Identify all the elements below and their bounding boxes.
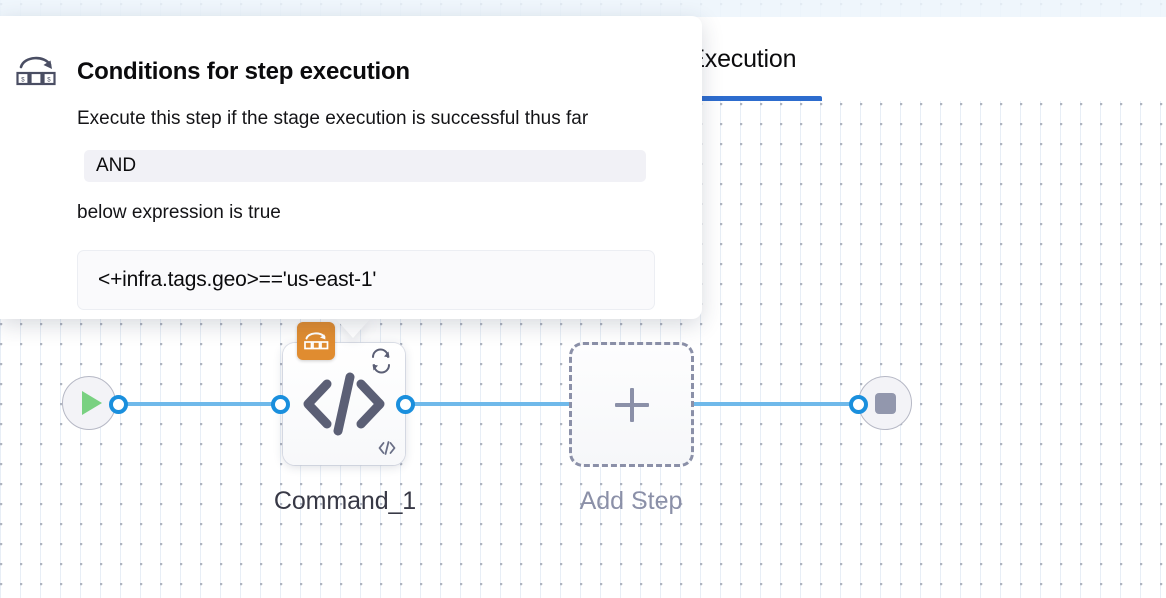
pipeline-step-node-command-1[interactable] (283, 322, 405, 465)
add-step-label: Add Step (579, 487, 683, 515)
popover-title: Conditions for step execution (77, 58, 410, 85)
condition-badge[interactable] (297, 322, 335, 360)
condition-description-primary: Execute this step if the stage execution… (77, 108, 589, 129)
tab-active-underline (620, 96, 823, 101)
operator-field[interactable]: AND (84, 150, 646, 182)
pipeline-start-node[interactable] (62, 376, 116, 430)
play-icon (81, 391, 102, 415)
canvas-top-tint (0, 0, 1166, 17)
shell-script-icon: $ $ (14, 52, 58, 92)
edge-addstep-to-end (686, 402, 871, 406)
port-step-input[interactable] (271, 395, 290, 414)
stop-icon (874, 392, 896, 414)
svg-text:$: $ (47, 77, 51, 83)
popover-tail (335, 318, 371, 338)
code-brackets-icon (283, 343, 405, 465)
conditions-popover: $ $ Conditions for step execution Execut… (0, 16, 702, 319)
shell-script-icon (304, 332, 329, 350)
retry-loop-icon (372, 348, 390, 374)
port-end-input[interactable] (849, 395, 868, 414)
expression-value: <+infra.tags.geo>=='us-east-1' (98, 268, 377, 291)
code-brackets-small-icon (376, 437, 398, 459)
edge-start-to-step (110, 402, 290, 406)
add-step-button[interactable] (569, 342, 694, 467)
svg-text:$: $ (21, 77, 25, 83)
port-start-output[interactable] (109, 395, 128, 414)
retry-badge[interactable] (366, 346, 396, 376)
plus-icon (614, 387, 649, 422)
pipeline-step-label: Command_1 (273, 487, 417, 515)
condition-description-secondary: below expression is true (77, 202, 281, 223)
pipeline-end-node[interactable] (858, 376, 912, 430)
expression-field[interactable]: <+infra.tags.geo>=='us-east-1' (77, 250, 655, 310)
port-step-output[interactable] (396, 395, 415, 414)
operator-value: AND (96, 155, 137, 176)
tab-execution-label: Execution (688, 44, 797, 73)
edge-step-to-addstep (400, 402, 580, 406)
